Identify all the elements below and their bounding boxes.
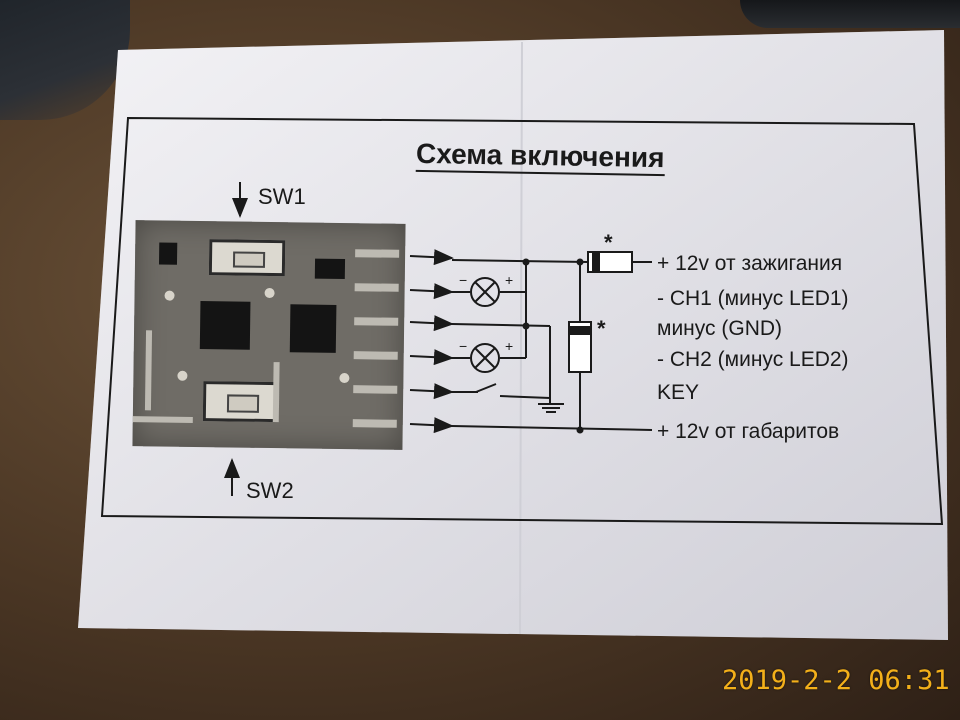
label-ch2: - CH2 (минус LED2) [657,348,849,371]
lamp2-plus: + [505,338,514,354]
diode-vertical [568,321,592,373]
lamp2-minus: − [459,338,468,354]
label-ignition: + 12v от зажигания [657,252,843,275]
lamp1-minus: − [459,272,468,288]
sw2-button [202,381,280,423]
label-key: KEY [657,381,700,404]
sw2-label: SW2 [246,478,294,503]
diode-star-2: * [597,316,606,341]
photo-timestamp: 2019-2-2 06:31 [722,665,950,696]
label-ch1: - CH1 (минус LED1) [657,287,849,310]
diode-star-1: * [604,230,613,255]
dark-object-top [740,0,960,28]
diagram-title: Схема включения [415,137,665,177]
frame-border [100,116,944,526]
sw1-button [208,239,286,277]
lamp1-plus: + [505,272,514,288]
label-gnd: минус (GND) [657,317,783,340]
fold-line [519,41,523,635]
pcb-board [132,220,406,450]
diode-horizontal [587,251,633,273]
label-parking-lights: + 12v от габаритов [657,420,840,443]
sw1-label: SW1 [258,184,306,209]
